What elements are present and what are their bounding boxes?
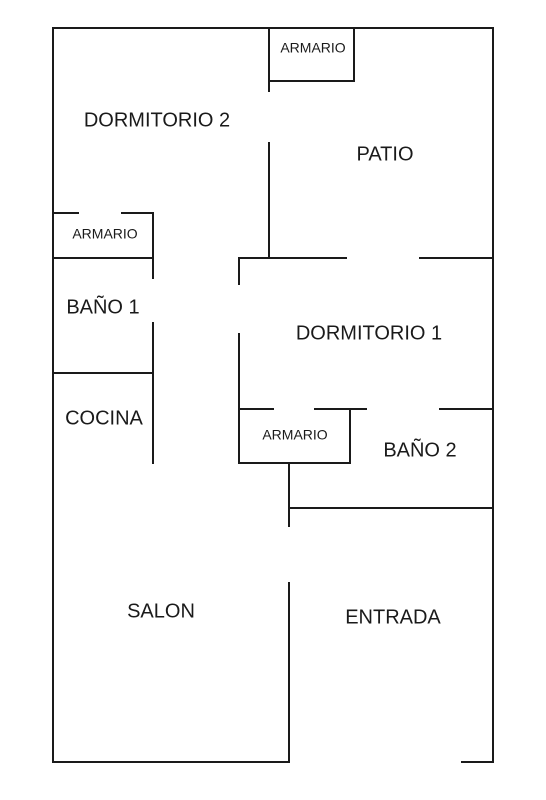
walls <box>52 27 494 763</box>
label-bano-1: BAÑO 1 <box>66 294 139 318</box>
label-salon: SALON <box>127 600 195 622</box>
room-labels: DORMITORIO 2 PATIO ARMARIO ARMARIO BAÑO … <box>65 40 457 629</box>
label-patio: PATIO <box>356 143 413 165</box>
label-cocina: COCINA <box>65 407 143 429</box>
label-dormitorio-2: DORMITORIO 2 <box>84 109 230 131</box>
label-dormitorio-1: DORMITORIO 1 <box>296 322 442 344</box>
label-armario-left: ARMARIO <box>72 226 137 242</box>
label-bano-2: BAÑO 2 <box>383 437 456 461</box>
label-armario-top: ARMARIO <box>280 40 345 56</box>
label-armario-mid: ARMARIO <box>262 427 327 443</box>
label-entrada: ENTRADA <box>345 606 441 628</box>
